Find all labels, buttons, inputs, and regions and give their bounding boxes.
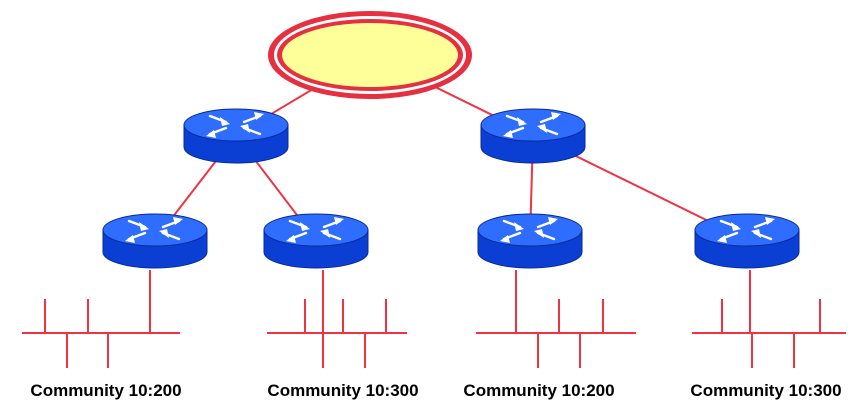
lan-3-segment: [476, 270, 636, 368]
backbone-ellipse: [268, 11, 472, 99]
lan-label-3: Community 10:200: [463, 381, 615, 400]
router-icon: [694, 213, 800, 269]
router-icon: [480, 108, 586, 164]
router-top: [263, 213, 369, 247]
router-top: [477, 213, 583, 247]
router-arrows-icon: [500, 217, 558, 243]
router-layer: [102, 108, 800, 269]
router-arrows-icon: [286, 217, 344, 243]
lan-label-1: Community 10:200: [30, 381, 182, 400]
backbone-fill: [282, 23, 458, 87]
router-arrows-icon: [125, 217, 183, 243]
lan-2-segment: [267, 270, 407, 368]
lan-label-4: Community 10:300: [690, 381, 842, 400]
router-arrows-icon: [503, 112, 561, 138]
router-icon: [477, 213, 583, 269]
lan-1-segment: [22, 270, 180, 368]
router-top: [183, 108, 289, 142]
lan-4-segment: [692, 270, 846, 368]
router-top: [480, 108, 586, 142]
router-top: [694, 213, 800, 247]
router-icon: [263, 213, 369, 269]
lan-layer: [22, 270, 846, 368]
router-top: [102, 213, 208, 247]
router-icon: [183, 108, 289, 164]
router-arrows-icon: [717, 217, 775, 243]
router-arrows-icon: [206, 112, 264, 138]
lan-label-2: Community 10:300: [267, 381, 419, 400]
router-icon: [102, 213, 208, 269]
